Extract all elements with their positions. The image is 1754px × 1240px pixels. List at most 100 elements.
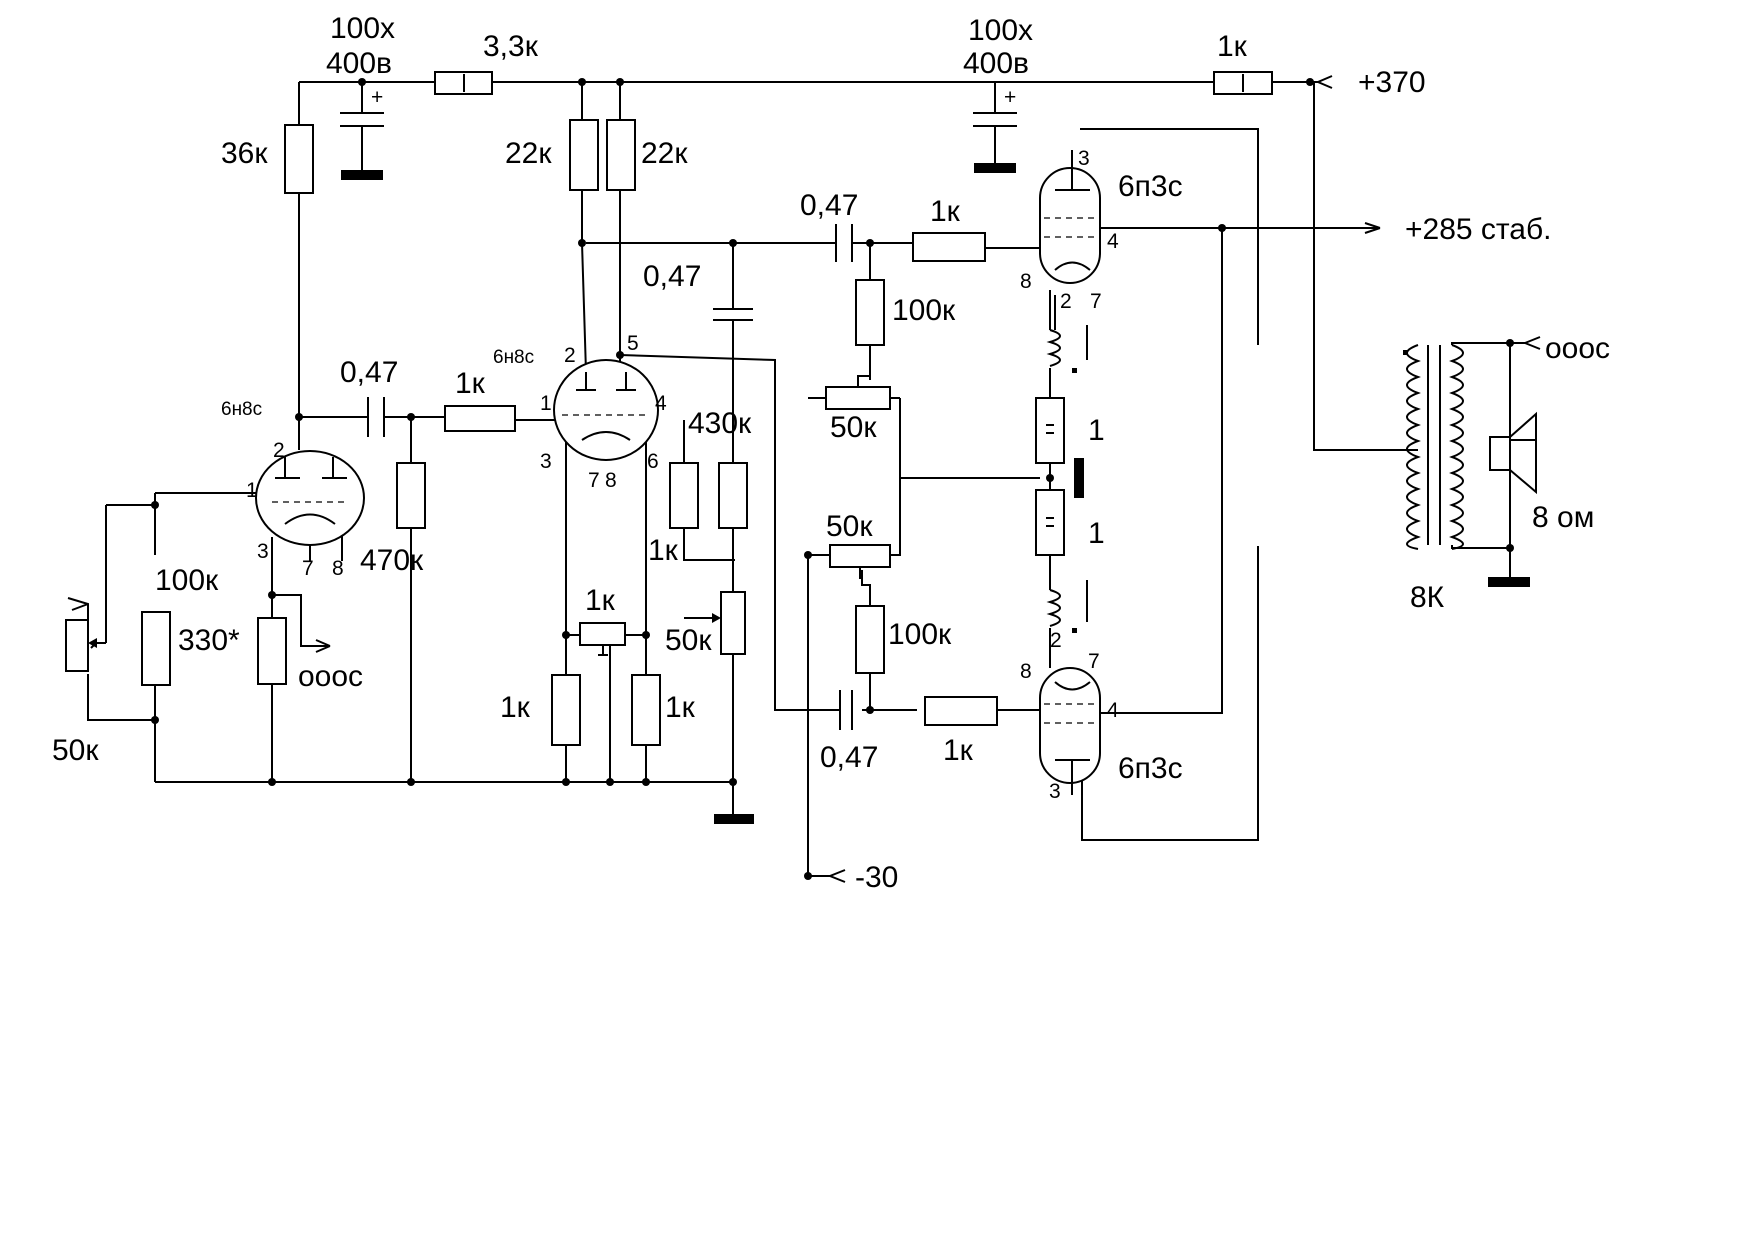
label-1k-trim: 1к: [585, 584, 616, 617]
label-22k-b: 22к: [641, 137, 688, 170]
label-tube-splitter: 6н8с: [493, 347, 534, 368]
resistors: [141, 71, 1273, 746]
pin-3: 3: [1049, 780, 1061, 803]
chokes: [1046, 325, 1088, 633]
cap-100x400-left: +: [340, 86, 384, 127]
pin-2: 2: [273, 439, 285, 462]
label-tube-6p3s-lower: 6п3с: [1118, 752, 1183, 785]
terminal-ooos-input: [315, 639, 331, 653]
cap-100x400-right: +: [973, 86, 1017, 127]
label-r-mid: 3,3к: [483, 30, 539, 63]
pin-2: 2: [1050, 629, 1062, 652]
resistor-1k-lower-grid: [924, 696, 998, 726]
resistor-22k-a: [569, 119, 599, 191]
cap-047-upper-coupling: [835, 224, 853, 262]
label-tube-6p3s-upper: 6п3с: [1118, 170, 1183, 203]
pin-7: 7: [1088, 650, 1100, 673]
label-cap-047-lower: 0,47: [820, 741, 878, 774]
terminal-screen: [1330, 222, 1381, 234]
pin-6: 6: [647, 450, 659, 473]
pin-8: 8: [1020, 660, 1032, 683]
ground-symbol: [1074, 458, 1084, 498]
resistor-330: [257, 617, 287, 685]
label-1k-grid-stop: 1к: [455, 367, 486, 400]
pin-2: 2: [564, 344, 576, 367]
label-cap-047-bypass: 0,47: [643, 260, 701, 293]
label-cap1-voltage: 400в: [326, 47, 392, 80]
resistor-1k-k2: [631, 674, 661, 746]
ground-symbol: [1488, 577, 1530, 587]
resistor-430k: [718, 462, 748, 529]
capacitors: + +: [340, 86, 1017, 730]
label-100k-upper: 100к: [892, 294, 956, 327]
pin-3: 3: [1078, 147, 1090, 170]
pot-50k-upper-bias: [825, 386, 891, 410]
pin-7: 7: [302, 557, 314, 580]
label-screen-supply: +285 стаб.: [1405, 213, 1552, 246]
resistor-100k-input: [141, 611, 171, 686]
label-430k: 430к: [688, 407, 752, 440]
pin-7: 7: [588, 469, 600, 492]
svg-text:+: +: [1004, 86, 1016, 109]
label-50k-lower-bias: 50к: [826, 510, 873, 543]
tube-6p3s-upper: [1039, 150, 1101, 284]
label-ooos-input: ооос: [298, 660, 363, 693]
label-1-lower: 1: [1088, 517, 1105, 550]
pot-50k-balance: [720, 591, 746, 655]
pin-8: 8: [605, 469, 617, 492]
cap-047-lower-coupling: [839, 690, 853, 730]
tubes: [255, 150, 1101, 795]
label-cap2-value: 100х: [968, 14, 1033, 47]
ground-symbol: [974, 163, 1016, 173]
label-22k-a: 22к: [505, 137, 552, 170]
pin-8: 8: [332, 557, 344, 580]
label-cap2-voltage: 400в: [963, 47, 1029, 80]
label-volume: 50к: [52, 734, 99, 767]
cap-047-coupling-input: [367, 397, 385, 437]
resistor-470k: [396, 462, 426, 529]
pin-7: 7: [1090, 290, 1102, 313]
labels: 100х 400в 3,3к 100х 400в 1к +370 +285 ст…: [52, 12, 1610, 894]
svg-text:+: +: [371, 86, 383, 109]
junctions: [151, 78, 1514, 880]
label-bias-supply: -30: [855, 861, 898, 894]
resistor-100k-lower: [855, 605, 885, 674]
label-cap1-value: 100х: [330, 12, 395, 45]
resistor-1k-grid-stop: [444, 405, 516, 432]
pin-1: 1: [246, 479, 258, 502]
label-1k-ps: 1к: [648, 534, 679, 567]
resistor-1k-ps: [669, 462, 699, 529]
resistor-1-upper: [1035, 397, 1065, 464]
pin-3: 3: [257, 540, 269, 563]
terminal-input: [67, 597, 89, 620]
label-transformer: 8К: [1410, 581, 1445, 614]
pin-8: 8: [1020, 270, 1032, 293]
label-1k-k1: 1к: [500, 691, 531, 724]
label-36k: 36к: [221, 137, 268, 170]
grounds: [341, 143, 1530, 824]
label-1-upper: 1: [1088, 414, 1105, 447]
resistor-100k-upper: [855, 279, 885, 346]
label-cap-047-upper: 0,47: [800, 189, 858, 222]
cap-047-bypass: [713, 308, 753, 321]
pot-1k-trim: [579, 622, 626, 646]
pot-50k-volume: [65, 619, 89, 672]
pin-2: 2: [1060, 290, 1072, 313]
label-r-in: 1к: [1217, 30, 1248, 63]
label-470k: 470к: [360, 544, 424, 577]
label-tube-input: 6н8с: [221, 399, 262, 420]
resistor-1-lower: [1035, 489, 1065, 556]
pin-5: 5: [627, 332, 639, 355]
pin-1: 1: [540, 392, 552, 415]
terminal-ooos-primary: [1510, 336, 1541, 350]
label-1k-upper: 1к: [930, 195, 961, 228]
output-transformer: [1403, 342, 1476, 550]
label-cap-047-input: 0,47: [340, 356, 398, 389]
tube-6n8s-splitter: [553, 359, 659, 461]
potentiometers: [65, 375, 891, 672]
resistor-1k-upper-grid: [912, 232, 986, 262]
pot-50k-lower-bias: [829, 544, 891, 568]
label-speaker: 8 ом: [1532, 501, 1594, 534]
pin-4: 4: [655, 392, 667, 415]
